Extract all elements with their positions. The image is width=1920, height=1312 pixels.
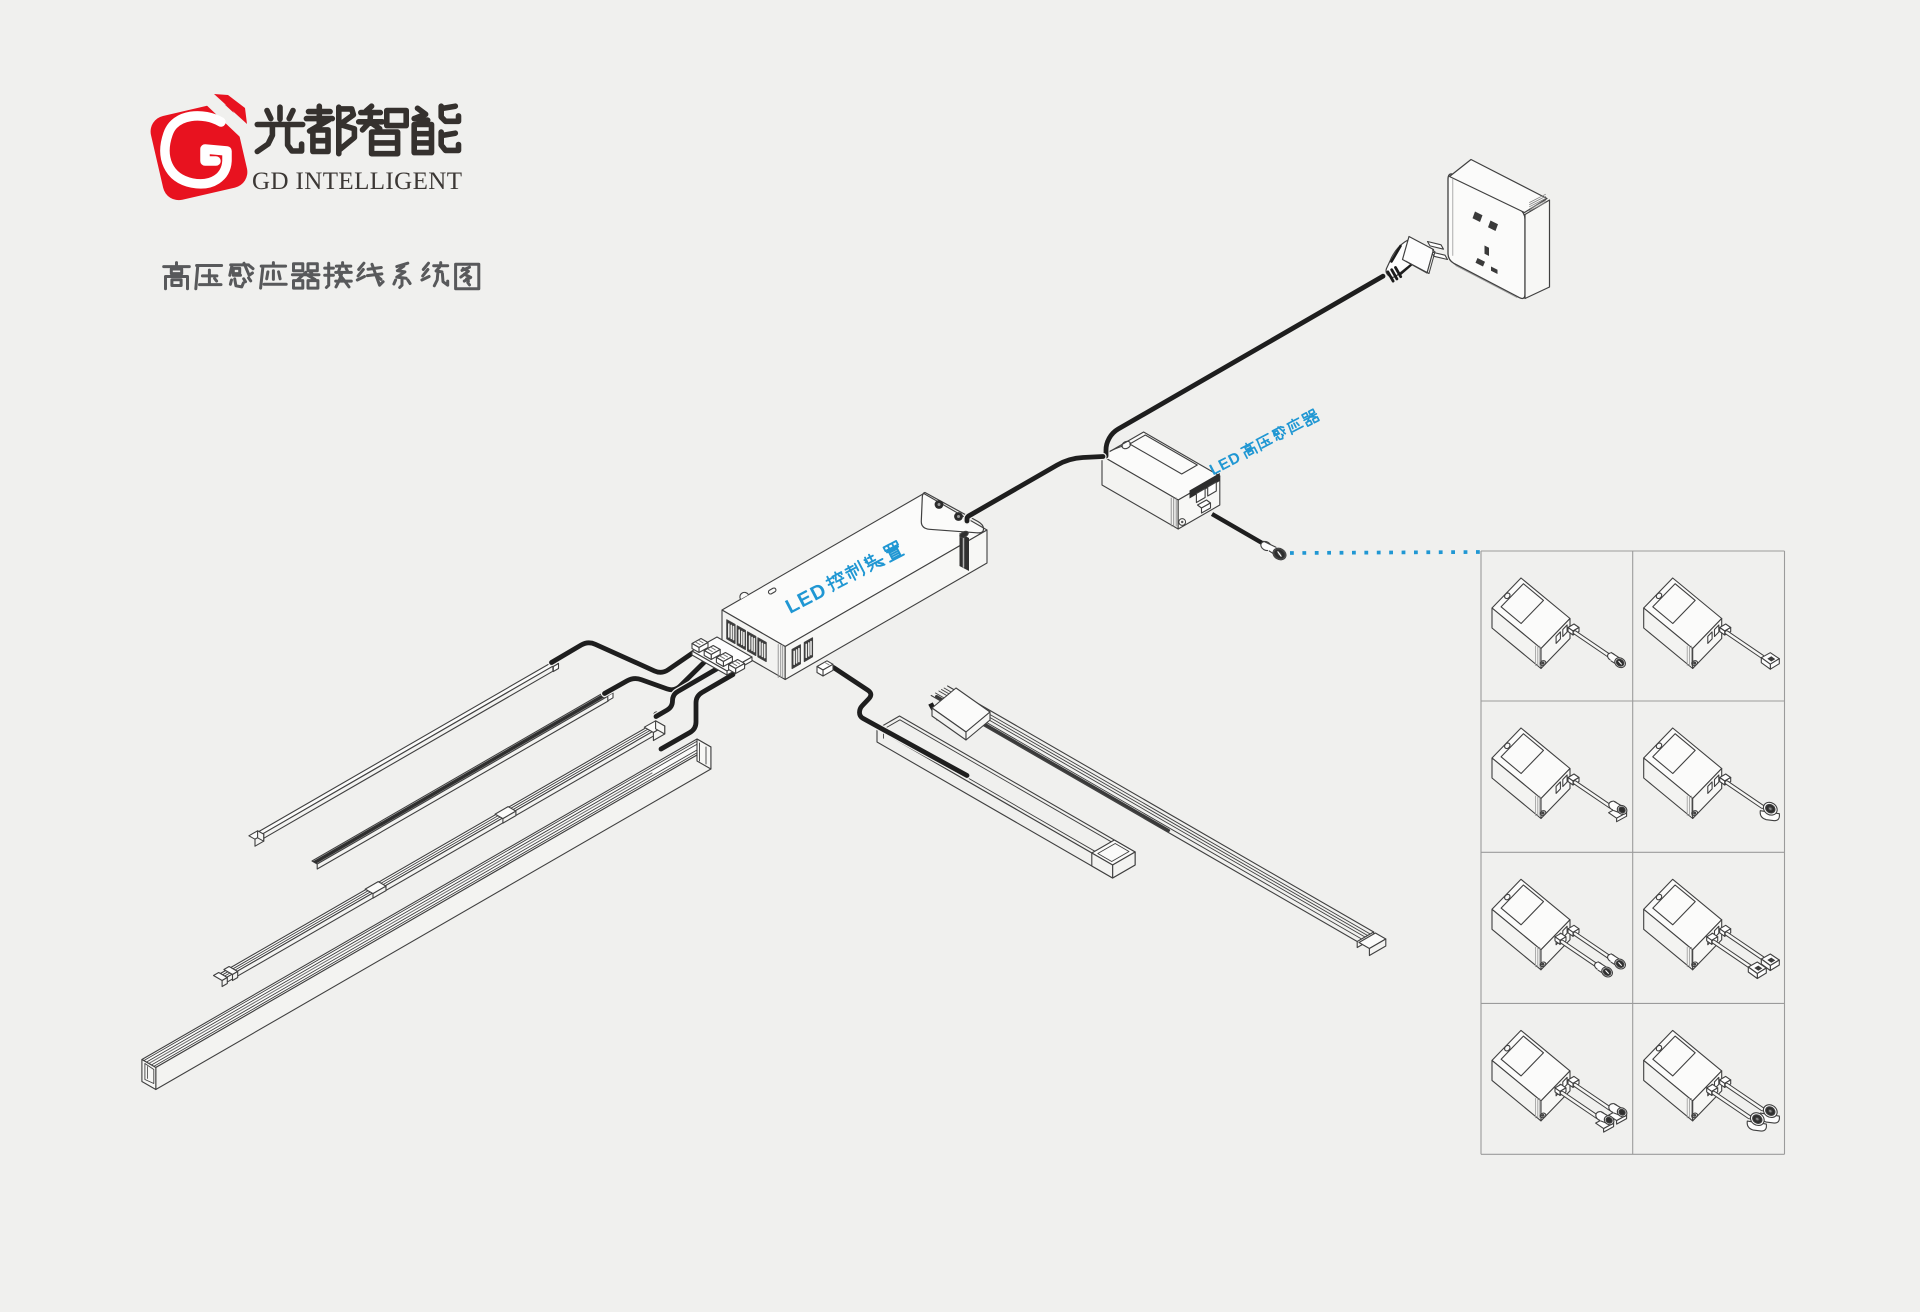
svg-text:GD INTELLIGENT: GD INTELLIGENT: [252, 168, 462, 195]
